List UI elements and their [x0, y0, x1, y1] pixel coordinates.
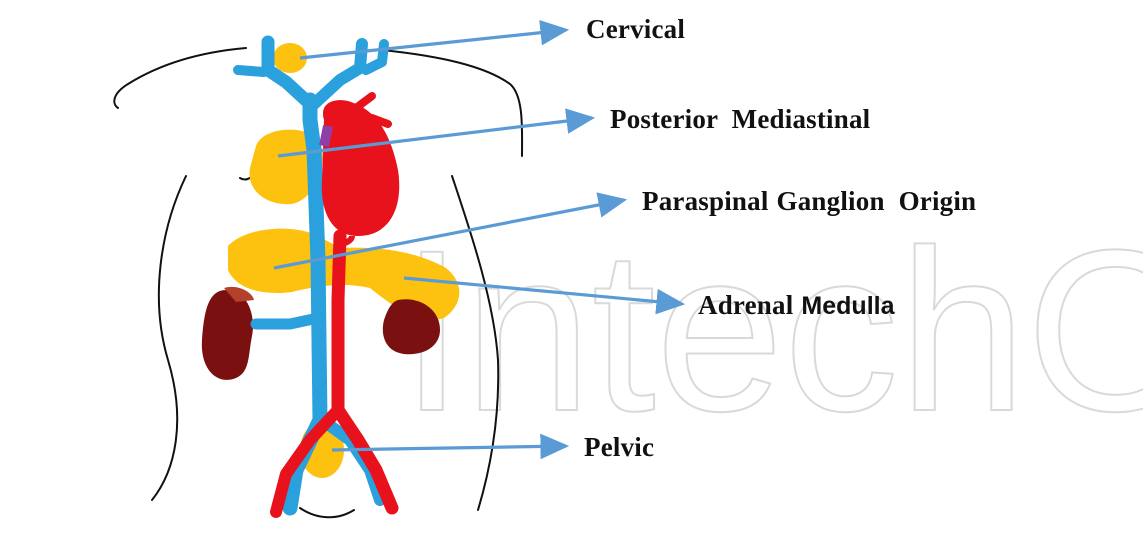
label-adrenal-rest: Medulla — [801, 292, 895, 320]
left-kidney — [202, 290, 253, 380]
label-paraspinal-ganglion-origin: Paraspinal Ganglion Origin — [642, 186, 976, 216]
pulmonary-branch — [372, 118, 388, 124]
cervical-arrow — [300, 30, 566, 58]
groin-line — [300, 508, 354, 517]
overlap-region — [324, 126, 328, 146]
left-torso-line — [152, 176, 186, 500]
left-renal-vein — [256, 318, 318, 324]
label-paraspinal-rest: Ganglion Origin — [777, 186, 977, 216]
label-adrenal-prefix: Adrenal — [698, 290, 794, 320]
left-shoulder-line — [114, 48, 246, 108]
left-subclavian-vein — [238, 70, 264, 72]
aortic-arch-branch — [356, 96, 372, 108]
label-paraspinal-prefix: Paraspinal — [642, 186, 769, 216]
label-cervical: Cervical — [586, 14, 685, 44]
watermark-logo: IntechOpen — [400, 202, 1143, 459]
label-posterior-mediastinal: Posterior Mediastinal — [610, 104, 871, 134]
label-pelvic: Pelvic — [584, 432, 654, 462]
